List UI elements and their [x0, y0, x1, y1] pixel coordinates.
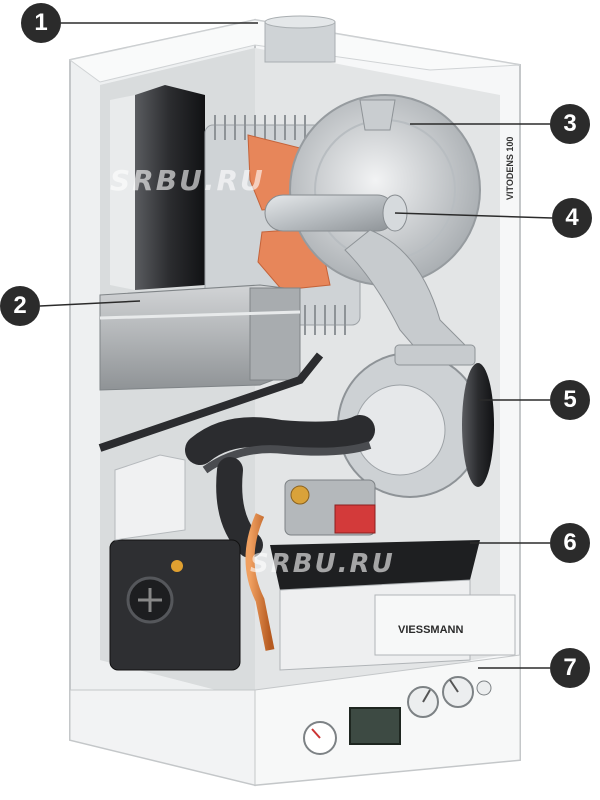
callout-2: 2 [0, 286, 40, 326]
control-panel-left [69, 689, 256, 786]
control-box [270, 540, 480, 590]
control-knob-icon [407, 676, 492, 718]
leader-2 [39, 300, 141, 307]
heat-exchanger-fins [214, 115, 346, 335]
leader-4 [394, 212, 553, 219]
lcd-display-icon [349, 707, 401, 745]
brand-plate [374, 594, 516, 656]
callout-6: 6 [550, 523, 590, 563]
expansion-vessel [135, 85, 205, 290]
callout-1: 1 [21, 3, 61, 43]
model-label: VITODENS 100 [505, 137, 515, 200]
air-intake-hose [185, 415, 375, 465]
callout-4: 4 [552, 198, 592, 238]
burner-tube [264, 194, 396, 232]
copper-pipe [245, 513, 275, 651]
drain-pipe [98, 352, 324, 452]
hydraulic-block [109, 539, 241, 671]
callout-5: 5 [550, 380, 590, 420]
hose-down [216, 457, 263, 558]
casing-top [68, 19, 521, 83]
watermark-bottom: SRBU.RU [250, 549, 395, 579]
callout-7: 7 [550, 648, 590, 688]
leader-lines [39, 22, 553, 669]
brand-logo: VIESSMANN [398, 624, 463, 636]
gauge-icon [303, 721, 337, 755]
watermark-top: SRBU.RU [110, 164, 265, 197]
callout-3: 3 [550, 104, 590, 144]
